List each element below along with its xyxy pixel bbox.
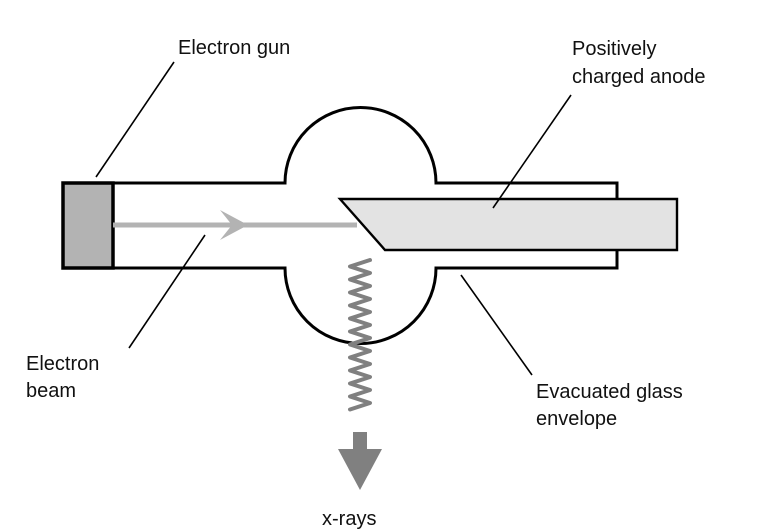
glass-envelope-top — [113, 106, 619, 200]
label-anode-line1: Positively — [572, 38, 656, 60]
electron-beam-arrowhead — [220, 210, 248, 240]
label-electron-beam-line2: beam — [26, 380, 76, 402]
label-anode-line2: charged anode — [572, 66, 705, 88]
anode — [337, 197, 679, 252]
label-xrays: x-rays — [322, 508, 376, 530]
electron-gun — [61, 181, 115, 270]
xray-wave — [348, 258, 372, 412]
leader-envelope — [460, 274, 533, 376]
label-electron-beam-line1: Electron — [26, 353, 99, 375]
xray-arrow-shaft — [353, 432, 367, 452]
leader-anode — [492, 94, 572, 209]
label-electron-gun: Electron gun — [178, 37, 290, 59]
label-envelope-line2: envelope — [536, 408, 617, 430]
leader-electron-gun — [95, 61, 175, 178]
glass-envelope-bottom — [113, 250, 619, 345]
xray-arrow-head — [338, 449, 382, 490]
label-envelope-line1: Evacuated glass — [536, 381, 683, 403]
leader-electron-beam — [128, 234, 206, 349]
